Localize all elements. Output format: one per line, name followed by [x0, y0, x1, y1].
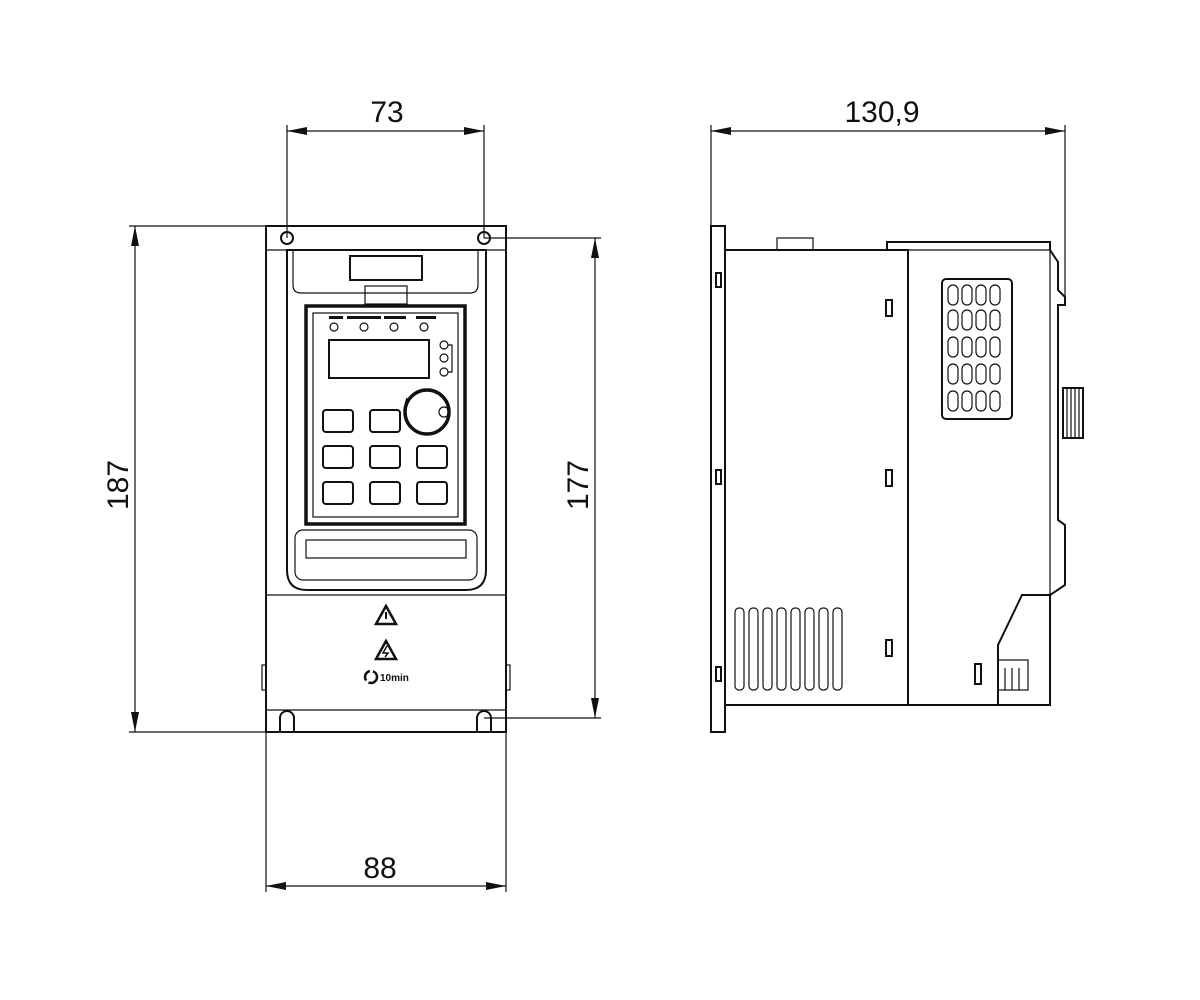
- potentiometer-knob: [403, 388, 451, 436]
- terminal-block: [997, 659, 1029, 691]
- dimension-177-label: 177: [562, 460, 595, 510]
- dimension-177: 177: [484, 237, 601, 719]
- mounting-hole-icon: [477, 231, 491, 245]
- ventilation-grille: [941, 278, 1013, 420]
- unit-leds: [439, 340, 453, 377]
- lcd-display: [328, 339, 430, 379]
- dimension-88: 88: [265, 732, 507, 892]
- front-view: 10min: [261, 225, 511, 733]
- dimension-130-9: 130,9: [710, 96, 1066, 300]
- discharge-time-label: 10min: [380, 673, 409, 684]
- dimension-187-label: 187: [102, 460, 135, 510]
- dimension-130-9-label: 130,9: [844, 96, 919, 129]
- keypad: [322, 409, 448, 505]
- dimension-88-label: 88: [363, 852, 396, 885]
- dimension-187: 187: [102, 225, 287, 733]
- dimension-73-label: 73: [370, 96, 403, 129]
- knob-side-view: [1062, 387, 1084, 439]
- discharge-timer-icon: [363, 669, 379, 685]
- electric-shock-warning-icon: [373, 638, 399, 661]
- dimension-73: 73: [286, 96, 485, 238]
- side-view: [710, 225, 1084, 733]
- mounting-hole-icon: [280, 231, 294, 245]
- mounting-slot-icon: [476, 710, 492, 732]
- bottom-vents: [734, 607, 843, 691]
- warning-icon: [373, 603, 399, 626]
- status-leds: [329, 316, 436, 332]
- mounting-slot-icon: [279, 710, 295, 732]
